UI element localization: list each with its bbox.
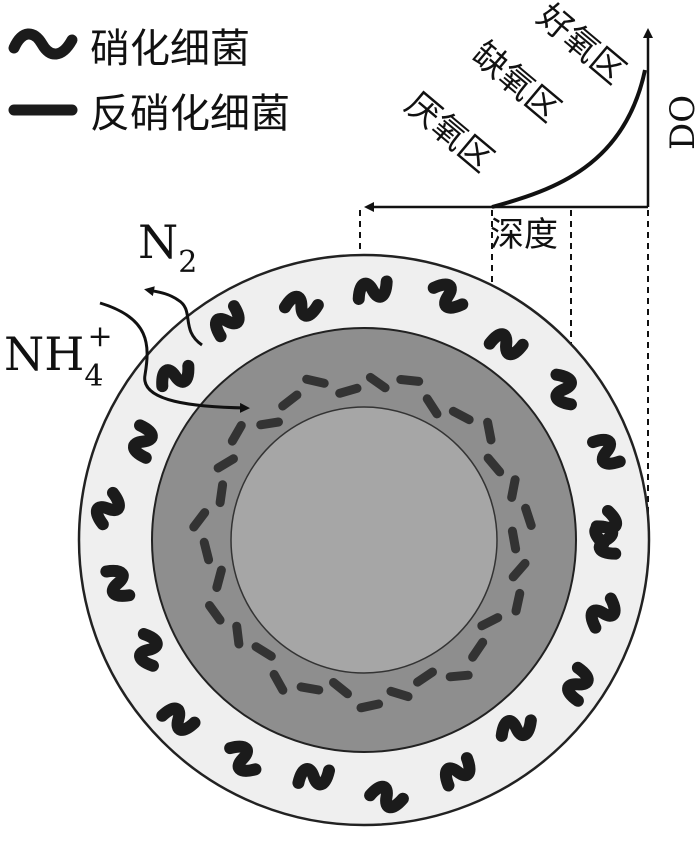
denitrifying-bacterium [507, 526, 521, 554]
do-profile-graph: DO 深度 好氧区 缺氧区 厌氧区 [364, 0, 700, 255]
zone-label-anaerobic: 厌氧区 [397, 84, 501, 180]
denitrifying-bacterium [477, 613, 503, 631]
denitrifying-bacterium [278, 390, 302, 411]
legend: 硝化细菌 反硝化细菌 [8, 26, 290, 137]
denitrifying-bacterium [521, 503, 536, 530]
denitrifying-bacterium [468, 637, 488, 662]
nitrifying-bacterium [100, 564, 136, 602]
nitrifying-bacteria-group [90, 275, 626, 814]
flow-arrows [99, 286, 250, 413]
nitrifying-bacterium [495, 714, 537, 742]
nitrifying-bacterium [427, 278, 469, 314]
do-axis-label: DO [663, 95, 700, 150]
nitrifying-bacterium [550, 368, 577, 411]
denitrifying-bacteria-group [189, 372, 536, 713]
denitrifying-bacterium [296, 682, 324, 695]
nitrifying-bacterium [210, 300, 245, 343]
nitrifying-bacterium [292, 763, 335, 791]
inner-anaerobic-core [230, 406, 498, 674]
n2-release-arrow [144, 286, 203, 347]
denitrifying-bacterium [365, 372, 390, 393]
nitrifying-bacterium [585, 592, 621, 634]
denitrifying-bacterium [356, 699, 384, 713]
nitrifying-bacterium [90, 486, 125, 531]
denitrifying-bacterium [256, 417, 283, 430]
denitrifying-bacterium [507, 475, 520, 502]
nitrifying-bacterium [224, 740, 262, 777]
nh4-uptake-arrow [99, 301, 250, 413]
denitrifying-bacterium [445, 670, 473, 682]
denitrifying-bacterium [205, 601, 225, 625]
legend-nitrifying-label: 硝化细菌 [90, 26, 250, 72]
denitrifying-bacterium [269, 669, 288, 695]
denitrifying-bacterium [448, 406, 474, 425]
nitrifying-bacterium [587, 433, 626, 470]
do-curve [491, 69, 647, 209]
denitrifying-bacterium [213, 454, 238, 473]
zone-label-aerobic: 好氧区 [529, 0, 633, 92]
denitrifying-bacterium [396, 375, 424, 386]
nitrifying-bacterium [156, 359, 195, 393]
denitrifying-bacterium [251, 642, 276, 661]
legend-denitrifying-label: 反硝化细菌 [90, 91, 290, 137]
denitrifying-bacterium [386, 686, 413, 702]
nitrifying-bacterium [134, 628, 163, 672]
depth-axis-label: 深度 [490, 215, 558, 255]
nh4-label: NH4+ [4, 319, 113, 394]
denitrifying-bacterium [189, 508, 210, 532]
nitrifying-bacterium [589, 504, 623, 550]
denitrifying-bacterium [483, 453, 505, 477]
legend-nitrifying-symbol-icon [8, 28, 78, 60]
nitrifying-bacterium [278, 290, 324, 322]
denitrifying-bacterium [335, 383, 362, 398]
denitrifying-bacterium [212, 565, 226, 592]
nitrifying-bacterium [364, 780, 409, 814]
denitrifying-bacterium [215, 480, 228, 508]
n2-label: N2 [138, 215, 197, 280]
nitrifying-bacterium [483, 328, 529, 361]
nitrifying-bacterium [156, 702, 201, 736]
biofilm-particle [77, 253, 651, 827]
denitrifying-bacterium [413, 667, 437, 687]
denitrifying-bacterium [511, 588, 525, 616]
denitrifying-bacterium [508, 558, 530, 582]
denitrifying-bacterium [329, 678, 352, 699]
nitrifying-bacterium [128, 419, 158, 464]
denitrifying-bacterium [232, 621, 244, 649]
denitrifying-bacterium [483, 417, 496, 445]
nitrifying-bacterium [352, 275, 393, 305]
zone-label-anoxic: 缺氧区 [464, 34, 568, 130]
chemical-labels: N2 NH4+ [4, 215, 197, 394]
denitrifying-bacterium [302, 374, 329, 388]
denitrifying-bacterium [227, 421, 246, 446]
nitrifying-bacterium [562, 661, 594, 707]
nitrifying-bacterium [439, 752, 476, 792]
denitrifying-bacterium [422, 394, 442, 419]
denitrifying-bacterium [199, 537, 214, 565]
